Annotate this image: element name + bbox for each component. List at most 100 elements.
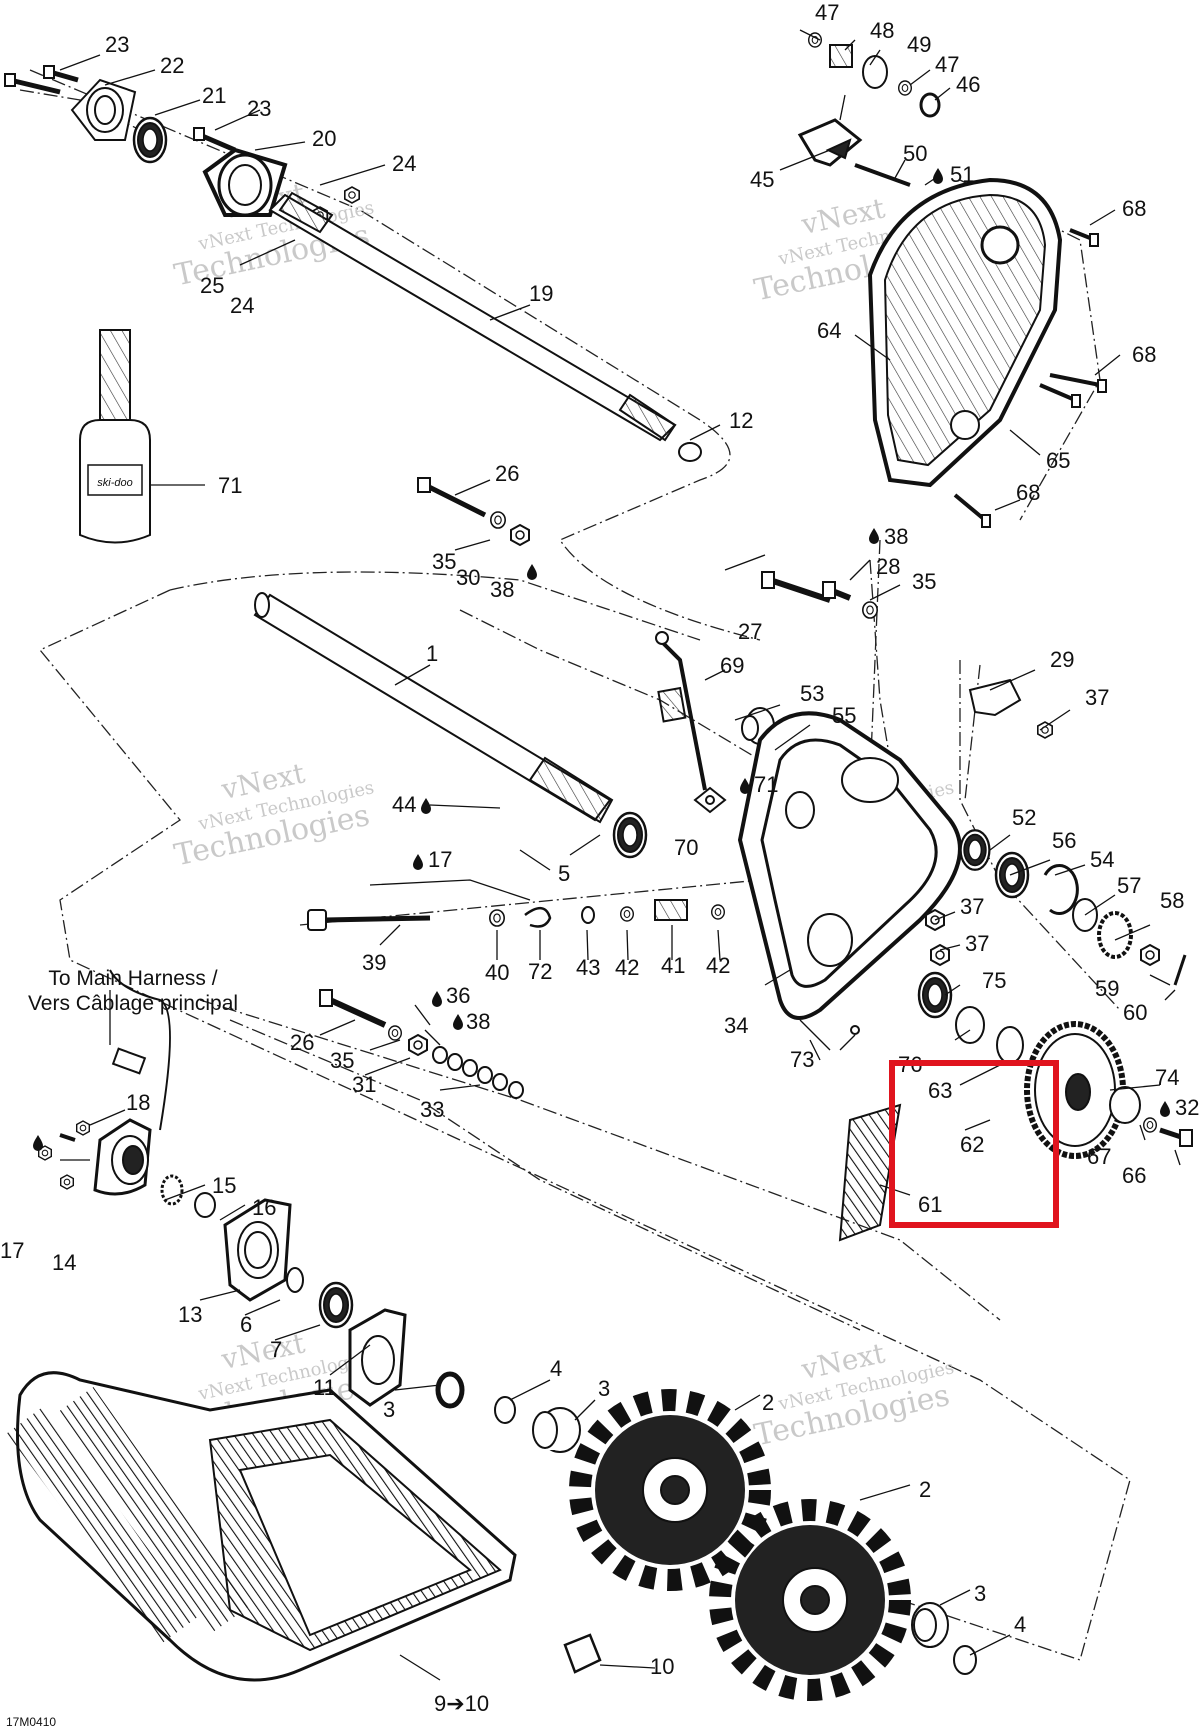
callout-38: 38 (466, 1009, 490, 1034)
part-54-circlip (1043, 864, 1079, 915)
callout-26: 26 (290, 1030, 314, 1055)
part-61-chain (838, 1103, 902, 1242)
part-3-bushing (532, 1407, 581, 1453)
part-14-screw (59, 1133, 76, 1142)
callout-3: 3 (383, 1397, 395, 1422)
part-66-bolt (1159, 1127, 1193, 1147)
callout-17: 17 (0, 1238, 24, 1263)
part-29-tensioner (968, 678, 1022, 717)
callout-61: 61 (918, 1192, 942, 1217)
callout-38: 38 (884, 524, 908, 549)
callout-14: 14 (52, 1250, 76, 1275)
part-3-bushing (911, 1602, 949, 1648)
callout-52: 52 (1012, 805, 1036, 830)
callout-60: 60 (1123, 1000, 1147, 1025)
callout-56: 56 (1052, 828, 1076, 853)
part-48-bearing (829, 44, 853, 68)
callout-74: 74 (1155, 1065, 1179, 1090)
callout-24: 24 (230, 293, 254, 318)
part-11-flange (348, 1308, 407, 1407)
part-5-seal (612, 811, 648, 859)
part-4-ring (494, 1396, 516, 1424)
callout-3: 3 (974, 1581, 986, 1606)
callout-18: 18 (126, 1090, 150, 1115)
part-22-flange (70, 78, 137, 141)
oil-drop-icon (1160, 1101, 1170, 1117)
callout-2: 2 (762, 1390, 774, 1415)
callout-13: 13 (178, 1302, 202, 1327)
leader-lines (59, 29, 1181, 1681)
part-37-nut (1037, 721, 1053, 739)
callout-65: 65 (1046, 448, 1070, 473)
part-68-bolt (953, 493, 991, 528)
callout-35: 35 (912, 569, 936, 594)
callout-31: 31 (352, 1072, 376, 1097)
callout-2: 2 (919, 1477, 931, 1502)
callout-67: 67 (1087, 1144, 1111, 1169)
oil-drop-icon (453, 1014, 463, 1030)
oil-drop-icon (869, 528, 879, 544)
part-42-washer (711, 904, 725, 920)
part-23-bolt (43, 65, 79, 83)
callout-7: 7 (270, 1337, 282, 1362)
callout-39: 39 (362, 950, 386, 975)
callout-59: 59 (1095, 976, 1119, 1001)
oil-drop-icon (33, 1135, 43, 1151)
callout-48: 48 (870, 18, 894, 43)
part-41-spring (654, 899, 688, 921)
part-40-washer (488, 909, 506, 927)
part-27-bolt (761, 571, 831, 603)
part-16-spacer (194, 1192, 216, 1218)
part-28-bolt (822, 581, 852, 601)
callout-6: 6 (240, 1312, 252, 1337)
callout-35: 35 (330, 1048, 354, 1073)
oil-drop-icon (432, 991, 442, 1007)
callout-12: 12 (729, 408, 753, 433)
part-68-bolt (1039, 383, 1081, 408)
callout-20: 20 (312, 126, 336, 151)
part-23-bolt (4, 73, 61, 95)
callout-4: 4 (1014, 1612, 1026, 1637)
callout-26: 26 (495, 461, 519, 486)
part-12-bushing (678, 442, 702, 462)
part-2-drive-sprocket (709, 1499, 911, 1701)
callout-63: 63 (928, 1078, 952, 1103)
figure-code: 17M0410 (6, 1715, 56, 1729)
callout-57: 57 (1117, 873, 1141, 898)
harness-note: To Main Harness / Vers Câblage principal (28, 967, 238, 1015)
callout-3: 3 (598, 1376, 610, 1401)
callout-68: 68 (1016, 480, 1040, 505)
part-24-nut (343, 186, 361, 204)
part-3-seal (435, 1371, 465, 1409)
callout-62: 62 (960, 1132, 984, 1157)
callout-71: 71 (754, 772, 778, 797)
part-26-bolt (319, 989, 387, 1028)
part-35-washer (861, 601, 879, 619)
part-7-bearing (318, 1281, 354, 1329)
callout-17: 17 (428, 847, 452, 872)
part-69-dipstick (655, 631, 707, 791)
callout-42: 42 (706, 953, 730, 978)
callout-64: 64 (817, 318, 841, 343)
part-74-spacer (1109, 1086, 1141, 1124)
callout-4: 4 (550, 1356, 562, 1381)
callout-37: 37 (960, 894, 984, 919)
callout-29: 29 (1050, 647, 1074, 672)
part-45-hinge (797, 118, 863, 167)
part-31-nut (408, 1034, 428, 1056)
callout-54: 54 (1090, 847, 1114, 872)
harness-note-line-2: Vers Câblage principal (28, 992, 238, 1015)
harness-note-line-1: To Main Harness / (48, 967, 217, 990)
callout-9-to-10: 9➔10 (434, 1691, 489, 1716)
callout-44: 44 (392, 792, 416, 817)
part-nut (60, 1174, 75, 1190)
callout-34: 34 (724, 1013, 748, 1038)
callout-37: 37 (1085, 685, 1109, 710)
part-30-washer (489, 511, 507, 529)
callout-73: 73 (790, 1047, 814, 1072)
callout-33: 33 (420, 1097, 444, 1122)
callout-47: 47 (935, 52, 959, 77)
callout-71: 71 (218, 473, 242, 498)
